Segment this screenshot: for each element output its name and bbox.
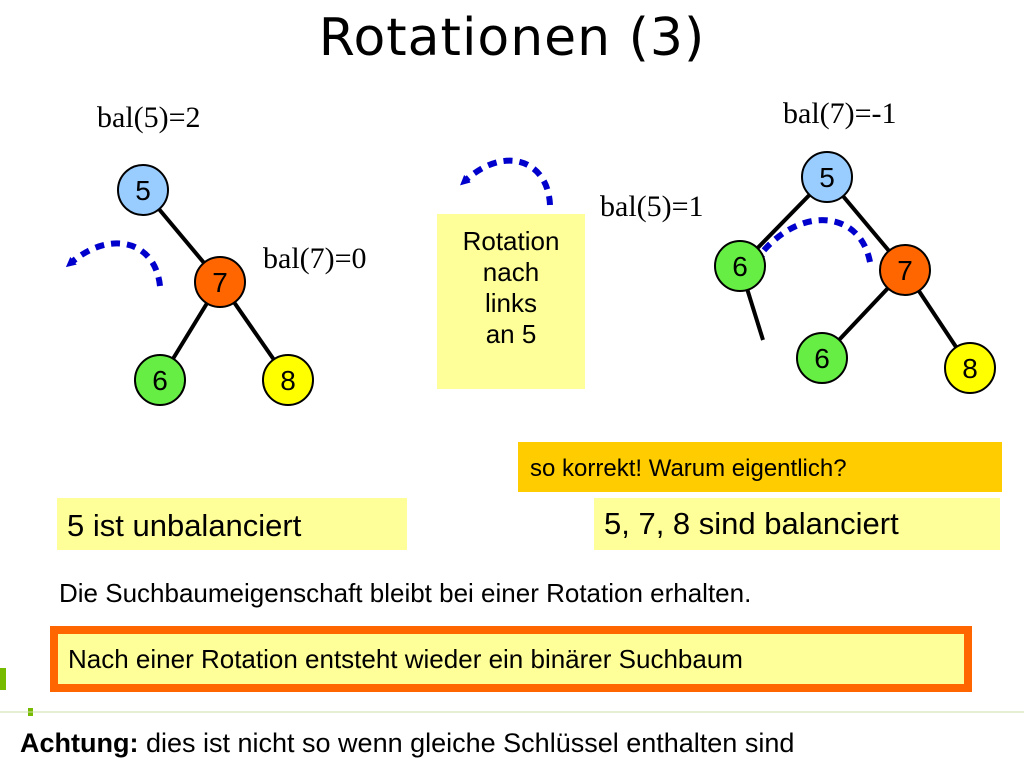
rotation-arrow-middle-icon (460, 157, 553, 206)
right-node-6-bottom-label: 6 (814, 343, 830, 374)
bal-right-root: bal(7)=-1 (783, 97, 897, 130)
right-node-8-label: 8 (962, 353, 978, 384)
left-node-6-label: 6 (152, 365, 168, 396)
right-node-6-top-label: 6 (732, 251, 748, 282)
page-title: Rotationen (3) (318, 8, 706, 68)
unbalanced-text: 5 ist unbalanciert (67, 508, 302, 543)
footer-rest: dies ist nicht so wenn gleiche Schlüssel… (138, 728, 795, 758)
footer-bold: Achtung: (20, 728, 139, 758)
korrekt-text: so korrekt! Warum eigentlich? (530, 455, 847, 482)
statement-text: Die Suchbaumeigenschaft bleibt bei einer… (59, 578, 752, 608)
rotation-arrow-right-icon (754, 217, 873, 263)
right-node-5: 5 (801, 151, 853, 203)
balanced-text: 5, 7, 8 sind balanciert (604, 506, 899, 541)
rotation-label-line3: links (484, 288, 537, 318)
highlight-text: Nach einer Rotation entsteht wieder ein … (68, 644, 743, 674)
rotation-label-line1: Rotation (462, 226, 560, 256)
right-node-5-label: 5 (819, 162, 835, 193)
right-node-6-bottom: 6 (796, 332, 848, 384)
footer-note: Achtung: dies ist nicht so wenn gleiche … (20, 728, 794, 759)
unbalanced-callout: 5 ist unbalanciert (57, 498, 407, 550)
left-node-5-label: 5 (135, 175, 151, 206)
rotation-label-line4: an 5 (485, 319, 537, 349)
highlight-box: Nach einer Rotation entsteht wieder ein … (50, 626, 972, 692)
left-node-6: 6 (134, 354, 186, 406)
bal-right-left: bal(5)=1 (600, 190, 704, 223)
right-node-6-top: 6 (714, 240, 766, 292)
right-node-8: 8 (944, 342, 996, 394)
left-node-8: 8 (262, 354, 314, 406)
balanced-callout: 5, 7, 8 sind balanciert (594, 498, 1000, 550)
rotation-arrow-left-icon (65, 240, 163, 287)
left-node-5: 5 (117, 164, 169, 216)
right-node-7: 7 (879, 244, 931, 296)
rotation-label-box: Rotation nach links an 5 (437, 214, 585, 389)
left-node-7: 7 (194, 256, 246, 308)
bal-left-root: bal(5)=2 (97, 101, 201, 134)
rotation-label-line2: nach (482, 257, 540, 287)
left-node-7-label: 7 (212, 267, 228, 298)
korrekt-callout: so korrekt! Warum eigentlich? (518, 442, 1002, 492)
accent-green-mark (0, 668, 6, 690)
bal-left-child: bal(7)=0 (263, 242, 367, 275)
left-node-8-label: 8 (280, 365, 296, 396)
right-node-7-label: 7 (897, 255, 913, 286)
